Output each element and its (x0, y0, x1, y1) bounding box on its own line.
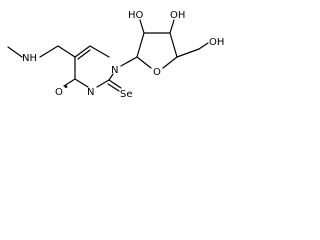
bond-c4prime-o (162, 56, 178, 69)
atom-carbonyl-oxygen: O (55, 87, 63, 98)
bond-c3prime-oh (169, 19, 175, 34)
bond-c2-se (108, 79, 122, 89)
bond-n3-c2 (96, 79, 110, 88)
bond-c4-n3 (74, 78, 89, 88)
bond-o-c1prime (136, 56, 152, 69)
bond-c4-o (63, 78, 76, 87)
bond-c2-n1 (108, 73, 114, 81)
bonds (7, 19, 209, 92)
atom-oh-upper-right: OH (170, 10, 185, 21)
bond-nh-methyl (7, 46, 23, 58)
bond-c6-n1 (89, 45, 110, 58)
bond-c6-c5 (74, 45, 91, 58)
bond-c2prime-oh (139, 19, 145, 34)
molecule-structure: HO OH OH O N N NH O • Se (0, 0, 238, 124)
atom-ring-oxygen: O (153, 67, 161, 78)
atom-n1: N (111, 65, 118, 76)
atom-n3: N (87, 87, 94, 98)
bond-c5-ch2 (57, 45, 76, 58)
bond-c5prime-oh (198, 42, 209, 50)
atom-amine-nh: NH (22, 53, 37, 64)
bond-c3prime-c4prime (169, 32, 178, 58)
bond-c1prime-c2prime (136, 32, 145, 58)
bond-ch2-nh (39, 45, 59, 58)
atom-radical-dot: • (63, 82, 69, 93)
structure-svg: HO OH OH O N N NH O • Se (7, 10, 224, 100)
atom-selenium: Se (120, 89, 133, 100)
atom-oh-upper-left: HO (128, 10, 144, 21)
bond-c4prime-c5prime (176, 48, 200, 58)
atom-labels: HO OH OH O N N NH O • Se (22, 10, 224, 100)
atom-oh-right: OH (209, 37, 224, 48)
bond-n1-c1prime (120, 56, 138, 67)
bond-c2-se-double (107, 83, 120, 92)
bond-c6-c5-double (77, 49, 91, 60)
